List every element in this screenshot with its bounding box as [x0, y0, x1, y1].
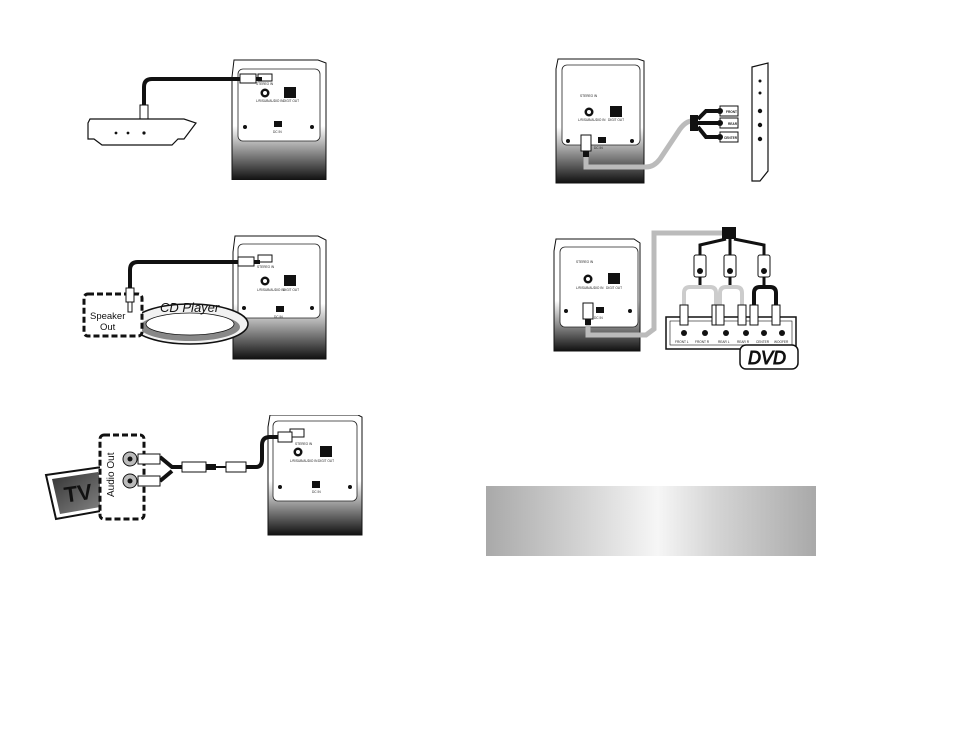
gray-banner: [486, 486, 816, 556]
port-label: STEREO IN: [256, 82, 274, 86]
jack-label: REAR: [728, 122, 738, 126]
speaker-back-panel-icon: STEREO IN L/R/SUB/AUDIO IN DIGIT OUT DC …: [267, 415, 363, 536]
port-label: DC IN: [594, 146, 603, 150]
rca-plug-icon: [693, 254, 771, 278]
port-label: L/R/SUB/AUDIO IN: [256, 99, 284, 103]
port-label: STEREO IN: [257, 265, 275, 269]
jack-label: CENTER: [724, 136, 738, 140]
speaker-back-panel-icon: STEREO IN L/R/SUB/AUDIO IN DIGIT OUT DC …: [555, 58, 645, 184]
dvd-label: DVD: [748, 348, 786, 368]
port-label: L/R/SUB/AUDIO IN: [290, 459, 318, 463]
speaker-out-label: Out: [100, 322, 116, 333]
speaker-back-panel-icon: STEREO IN L/R/SUB/AUDIO IN DIGIT OUT DC …: [232, 235, 327, 360]
port-label: DIGIT OUT: [608, 118, 624, 122]
tv-label: TV: [62, 479, 94, 508]
output-label: CENTER: [756, 340, 770, 344]
port-label: STEREO IN: [576, 260, 594, 264]
diagram-dvd: STEREO IN L/R/SUB/AUDIO IN DIGIT OUT DC …: [550, 225, 810, 375]
jack-label: FRONT: [726, 110, 737, 114]
output-label: FRONT R: [695, 340, 710, 344]
port-label: DC IN: [594, 316, 603, 320]
cd-player-icon: [131, 303, 249, 345]
pci-sound-card-icon: [87, 118, 197, 146]
port-label: DIGIT OUT: [283, 288, 299, 292]
cd-player-label: CD Player: [160, 300, 220, 315]
diagram-tv: STEREO IN L/R/SUB/AUDIO IN DIGIT OUT DC …: [40, 415, 365, 540]
port-label: L/R/SUB/AUDIO IN: [576, 286, 604, 290]
speaker-out-label: Speaker: [90, 311, 125, 322]
output-label: WOOFER: [774, 340, 789, 344]
port-label: DC IN: [273, 130, 282, 134]
port-label: DC IN: [274, 315, 283, 319]
port-label: STEREO IN: [295, 442, 313, 446]
audio-out-label: Audio Out: [106, 452, 117, 497]
output-label: REAR R: [737, 340, 750, 344]
dvd-player-icon: FRONT L FRONT R REAR L REAR R CENTER WOO…: [665, 304, 799, 370]
port-label: L/R/SUB/AUDIO IN: [257, 288, 285, 292]
port-label: DIGIT OUT: [318, 459, 334, 463]
diagram-cd-player: STEREO IN L/R/SUB/AUDIO IN DIGIT OUT DC …: [78, 232, 338, 362]
pci-sound-card-icon: [751, 62, 769, 182]
output-label: REAR L: [718, 340, 730, 344]
diagram-sound-card: STEREO IN L/R/SUB/AUDIO IN DIGIT OUT DC …: [80, 55, 340, 180]
port-label: DC IN: [312, 490, 321, 494]
speaker-back-panel-icon: STEREO IN L/R/SUB/AUDIO IN DIGIT OUT DC …: [231, 59, 327, 180]
diagram-sound-card-6ch: STEREO IN L/R/SUB/AUDIO IN DIGIT OUT DC …: [520, 55, 780, 190]
port-label: L/R/SUB/AUDIO IN: [578, 118, 606, 122]
port-label: DIGIT OUT: [283, 99, 299, 103]
port-label: STEREO IN: [580, 94, 598, 98]
speaker-back-panel-icon: STEREO IN L/R/SUB/AUDIO IN DIGIT OUT DC …: [553, 238, 641, 352]
output-label: FRONT L: [675, 340, 689, 344]
port-label: DIGIT OUT: [606, 286, 622, 290]
